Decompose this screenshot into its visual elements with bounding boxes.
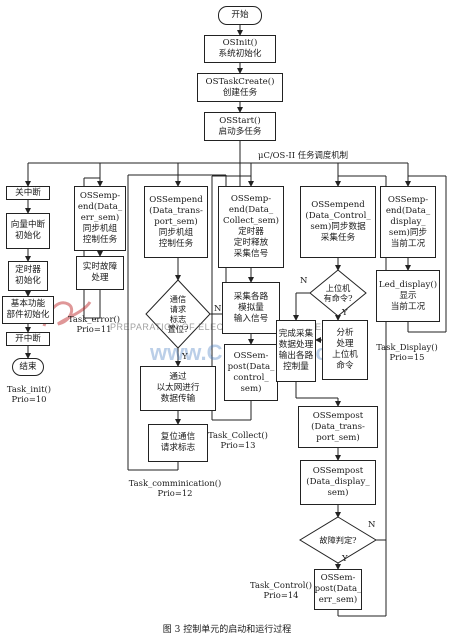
comm-yes-label: Y <box>182 352 188 362</box>
osstart-node: OSStart() 启动多任务 <box>204 112 276 141</box>
scheduler-label: μC/OS-II 任务调度机制 <box>258 150 348 160</box>
figure-caption: 图 3 控制单元的启动和运行过程 <box>162 625 292 635</box>
osinit-node: OSInit() 系统初始化 <box>204 35 276 63</box>
end-node: 结束 <box>12 358 44 376</box>
comm-request-diamond <box>145 279 211 349</box>
sample-inputs-node: 采集各路 模拟量 输入信号 <box>222 282 280 334</box>
reset-flag-node: 复位通信 请求标志 <box>148 424 208 462</box>
open-interrupt-node: 开中断 <box>6 332 50 346</box>
watermark-logo <box>42 301 92 327</box>
ethernet-transfer-node: 通过 以太网进行 数据传输 <box>140 366 216 411</box>
realtime-fault-node: 实时故障 处理 <box>76 256 124 290</box>
comm-request-label: 通信 请求 标志 置位? <box>167 294 189 334</box>
vector-interrupt-node: 向量中断 初始化 <box>6 213 50 249</box>
transport-sempend-node: OSSempend (Data_trans- port_sem) 同步机组 控制… <box>144 186 208 258</box>
task-control-label: Task_Control() Prio=14 <box>250 580 312 600</box>
host-yes-label: Y <box>342 308 348 318</box>
led-display-node: Led_display() 显示 当前工况 <box>376 270 440 322</box>
task-init-label: Task_init() Prio=10 <box>6 384 52 404</box>
watermark-subtitle: PREPARATION OF ELECTRONIC TECHNIQUE <box>110 322 322 332</box>
control-sempend-node: OSSempend (Data_Control_ sem)同步数据 采集任务 <box>300 186 376 258</box>
task-error-label: Task_error() Prio=11 <box>67 314 121 334</box>
task-display-label: Task_Display() Prio=15 <box>376 342 438 362</box>
basic-init-node: 基本功能 部件初始化 <box>2 296 54 324</box>
fault-diamond <box>299 516 377 564</box>
close-interrupt-node: 关中断 <box>6 186 50 200</box>
process-data-node: 完成采集 数据处理 输出各路 控制量 <box>276 320 316 382</box>
comm-no-label: N <box>214 304 222 314</box>
fault-label: 故障判定? <box>319 535 357 545</box>
host-command-diamond <box>309 269 367 317</box>
fault-yes-label: Y <box>342 554 348 564</box>
display-sempend-node: OSSemp- end(Data_ display_ sem)同步 当前工况 <box>380 186 436 258</box>
transport-sempost-node: OSSempost (Data_trans- port_sem) <box>298 406 378 448</box>
task-collect-label: Task_Collect() Prio=13 <box>208 430 268 450</box>
host-command-label: 上位机 有命令? <box>323 283 353 303</box>
start-node: 开始 <box>218 6 262 25</box>
analyze-command-node: 分析 处理 上位机 命令 <box>322 320 368 380</box>
timer-init-node: 定时器 初始化 <box>8 261 48 291</box>
host-no-label: N <box>300 276 308 286</box>
error-sempend-node: OSSemp- end(Data_ err_sem) 同步机组 控制任务 <box>74 186 126 251</box>
collect-sempend-node: OSSemp- end(Data_ Collect_sem) 定时器 定时释放 … <box>218 186 284 268</box>
display-sempost-node: OSSempost (Data_display_ sem) <box>300 460 376 505</box>
error-sempost-node: OSSem- post(Data_ err_sem) <box>314 569 362 610</box>
fault-no-label: N <box>368 520 376 530</box>
collect-sempost-node: OSSem- post(Data_ control_ sem) <box>224 344 278 401</box>
ostaskcreate-node: OSTaskCreate() 创建任务 <box>197 73 283 102</box>
task-comm-label: Task_comminication() Prio=12 <box>128 478 222 498</box>
